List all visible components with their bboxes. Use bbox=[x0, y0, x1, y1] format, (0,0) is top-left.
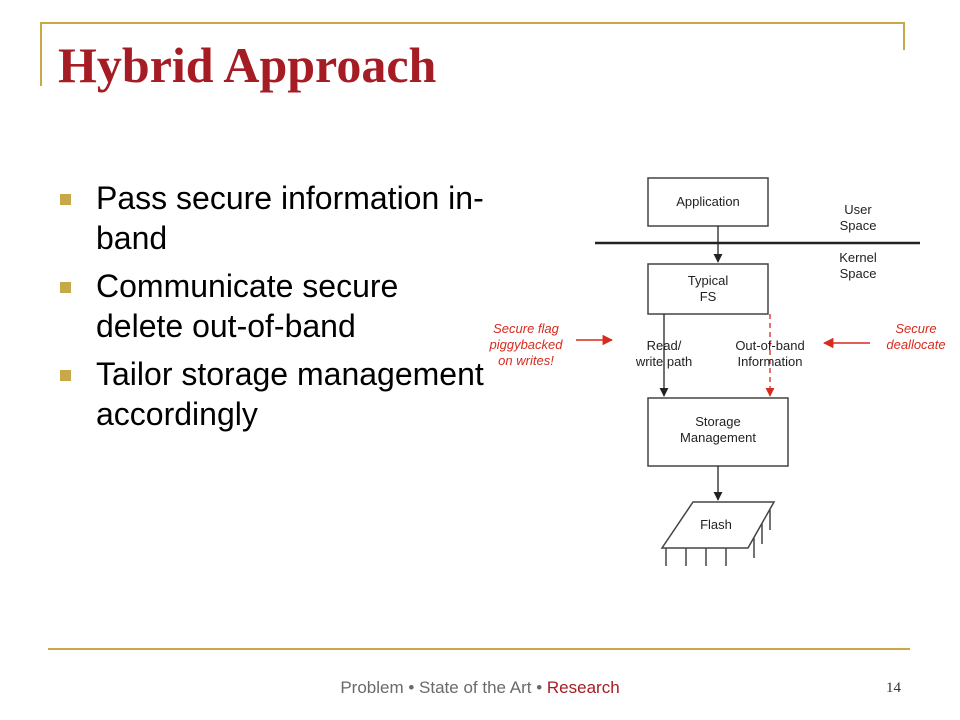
typical-fs-label-1: Typical bbox=[688, 273, 729, 288]
typical-fs-box bbox=[647, 263, 769, 315]
footer-separator: • bbox=[403, 678, 420, 697]
application-box bbox=[647, 177, 769, 227]
secure-dealloc-label-1: Secure bbox=[895, 321, 936, 336]
kernel-space-label-2: Space bbox=[840, 266, 877, 281]
user-space-label-1: User bbox=[844, 202, 872, 217]
footer-rule bbox=[48, 648, 910, 650]
page-number: 14 bbox=[886, 680, 901, 696]
flash-label: Flash bbox=[700, 517, 732, 532]
square-bullet-icon bbox=[60, 282, 71, 293]
kernel-space-label-1: Kernel bbox=[839, 250, 877, 265]
bullet-item: Communicate secure delete out-of-band bbox=[58, 266, 488, 346]
slide-title: Hybrid Approach bbox=[58, 37, 437, 93]
secure-flag-label-2: piggybacked bbox=[489, 337, 564, 352]
storage-management-label-2: Management bbox=[680, 430, 756, 445]
secure-flag-label-1: Secure flag bbox=[493, 321, 560, 336]
architecture-diagram: Application User Space Kernel Space Typi… bbox=[489, 177, 946, 566]
read-write-label-2: write path bbox=[635, 354, 692, 369]
footer-breadcrumb: Problem • State of the Art • Research bbox=[0, 678, 960, 698]
footer-item-state-of-the-art: State of the Art bbox=[419, 678, 532, 697]
secure-dealloc-label-2: deallocate bbox=[886, 337, 945, 352]
bullet-list: Pass secure information in-band Communic… bbox=[58, 178, 488, 442]
user-space-label-2: Space bbox=[840, 218, 877, 233]
out-of-band-label-2: Information bbox=[737, 354, 802, 369]
footer-item-research: Research bbox=[546, 678, 620, 697]
read-write-label-1: Read/ bbox=[647, 338, 682, 353]
footer-separator: • bbox=[531, 678, 547, 697]
bullet-text: Tailor storage management accordingly bbox=[96, 356, 484, 432]
out-of-band-label-1: Out-of-band bbox=[735, 338, 804, 353]
bullet-item: Tailor storage management accordingly bbox=[58, 354, 488, 434]
flash-chip-shape bbox=[660, 501, 776, 549]
application-label: Application bbox=[676, 194, 740, 209]
square-bullet-icon bbox=[60, 370, 71, 381]
typical-fs-label-2: FS bbox=[700, 289, 717, 304]
frame-right-rule bbox=[903, 22, 905, 50]
square-bullet-icon bbox=[60, 194, 71, 205]
frame-left-rule bbox=[40, 22, 42, 86]
storage-management-box bbox=[647, 397, 789, 467]
bullet-item: Pass secure information in-band bbox=[58, 178, 488, 258]
bullet-text: Pass secure information in-band bbox=[96, 180, 484, 256]
storage-management-label-1: Storage bbox=[695, 414, 741, 429]
footer-item-problem: Problem bbox=[340, 678, 404, 697]
bullet-text: Communicate secure delete out-of-band bbox=[96, 268, 399, 344]
frame-top-rule bbox=[40, 22, 905, 24]
secure-flag-label-3: on writes! bbox=[498, 353, 554, 368]
